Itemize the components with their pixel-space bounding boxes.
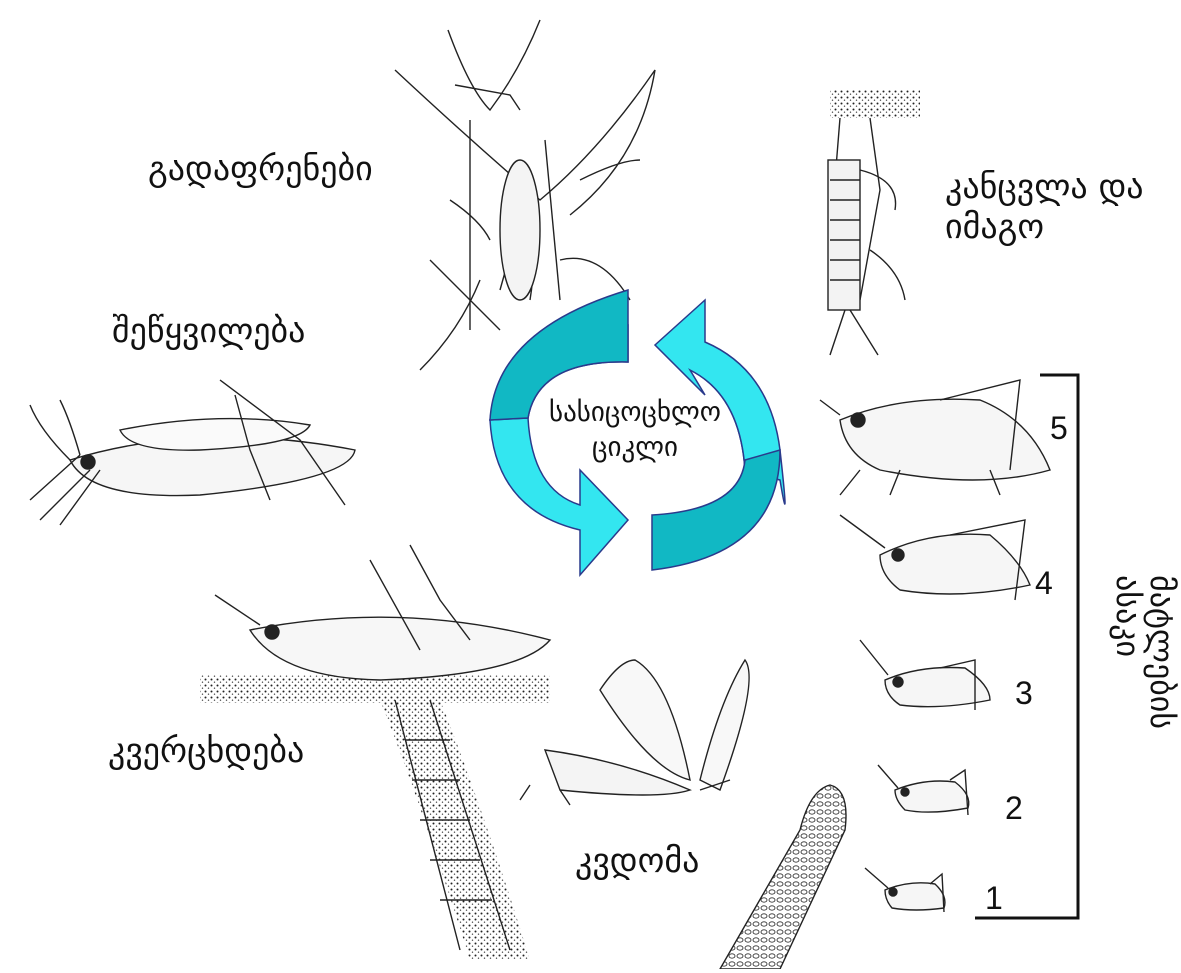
nymph-instar-3-illustration	[860, 640, 990, 710]
label-egg-laying: კვერცხდება	[108, 732, 304, 771]
center-title-line2: ციკლი	[495, 430, 775, 465]
nymph-instar-2-illustration	[878, 765, 969, 815]
instar-number-5: 5	[1050, 410, 1068, 447]
label-moult-line2: იმაგო	[945, 208, 1044, 247]
moulting-illustration	[828, 90, 920, 355]
center-title: სასიცოცხლო ციკლი	[495, 395, 775, 465]
instar-number-4: 4	[1035, 565, 1053, 602]
instar-number-2: 2	[1005, 790, 1023, 827]
label-mating: შეწყვილება	[112, 312, 305, 351]
nymph-instar-5-illustration	[820, 380, 1050, 495]
label-instars-line1: მატლების	[1144, 575, 1178, 729]
center-title-line1: სასიცოცხლო	[495, 395, 775, 430]
nymph-instar-1-illustration	[865, 868, 945, 912]
hatching-illustration	[520, 660, 749, 805]
label-instars: მატლების ასაკი	[1111, 575, 1178, 729]
nymph-instar-4-illustration	[840, 515, 1030, 600]
label-flight: გადაფრენები	[148, 150, 373, 189]
label-hatching: კვდომა	[575, 842, 699, 881]
cycle-arrow-plate-bottom	[652, 450, 780, 570]
label-instars-line2: ასაკი	[1111, 575, 1145, 729]
instar-number-1: 1	[985, 880, 1003, 917]
label-moult-line1: კანცვლა და	[945, 168, 1144, 207]
instar-number-3: 3	[1015, 675, 1033, 712]
mating-illustration	[30, 380, 355, 525]
egg-pod-illustration	[720, 785, 846, 969]
